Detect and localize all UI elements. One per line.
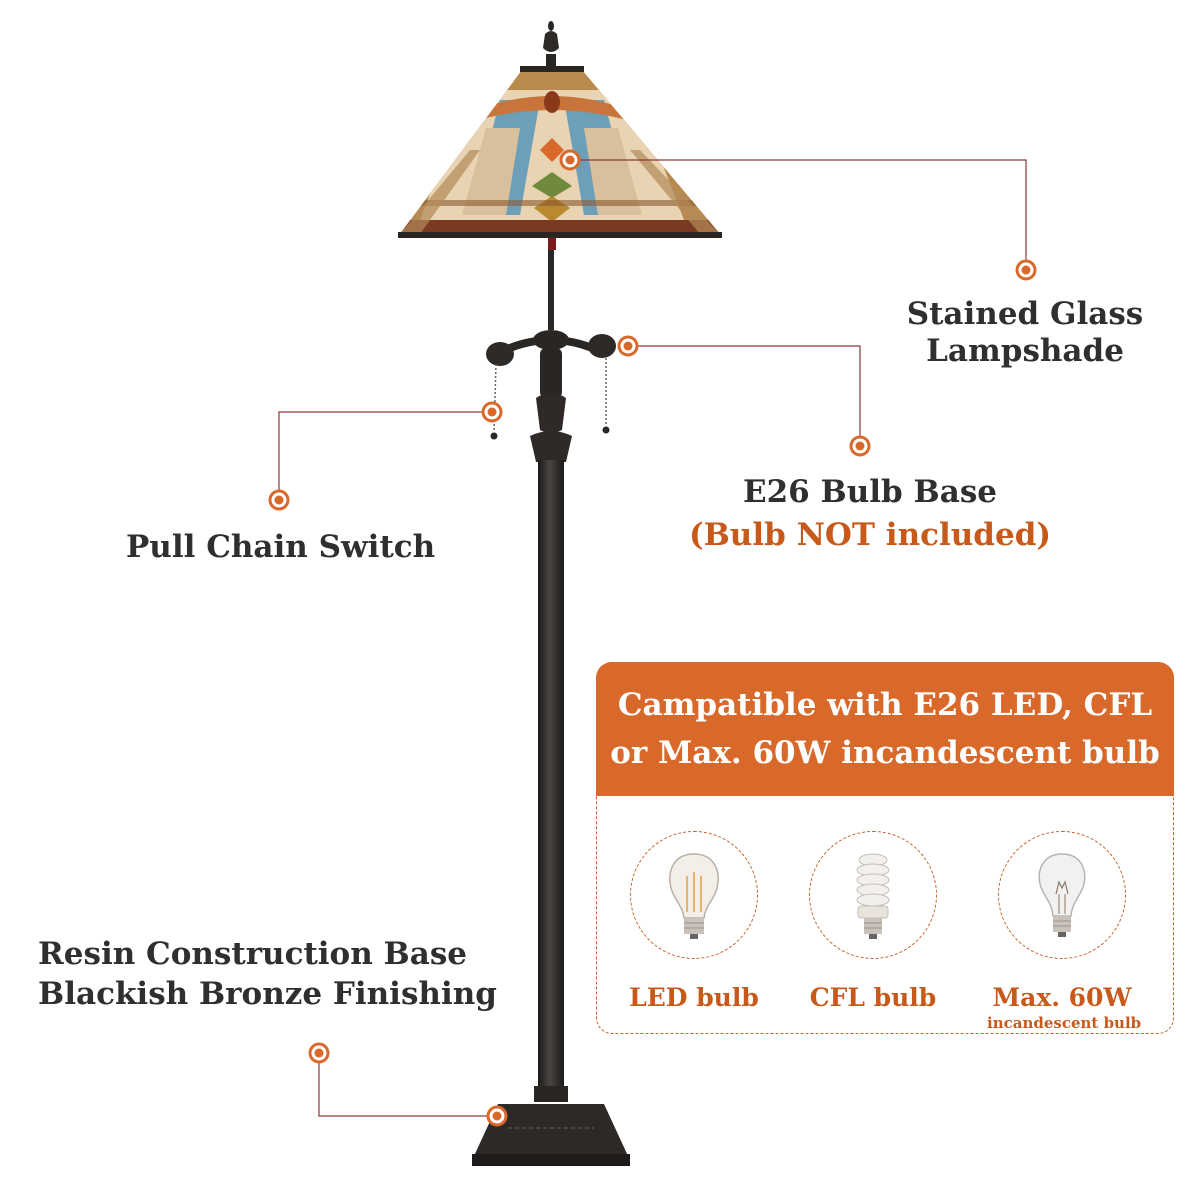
bulb-base-label: E26 Bulb Base (Bulb NOT included)	[680, 474, 1060, 554]
incandescent-bulb-circle	[998, 831, 1126, 959]
incandescent-bulb-icon	[1038, 853, 1086, 937]
dot-chain	[481, 401, 503, 423]
incandescent-bulb-label: Max. 60W	[992, 983, 1132, 1012]
lampshade-label: Stained Glass Lampshade	[900, 296, 1150, 370]
finial	[543, 21, 559, 66]
lampshade-label-line1: Stained Glass	[906, 296, 1144, 332]
base-label: Resin Construction Base Blackish Bronze …	[38, 934, 497, 1015]
bulb-option-incandescent: Max. 60W incandescent bulb	[987, 813, 1142, 1032]
base-label-line2: Blackish Bronze Finishing	[38, 976, 497, 1013]
led-bulb-circle	[630, 831, 758, 959]
compatibility-header-line2: or Max. 60W incandescent bulb	[610, 735, 1160, 771]
bulb-option-led: LED bulb	[619, 813, 769, 1012]
lampshade-label-line2: Lampshade	[926, 333, 1124, 370]
bulb-base-title: E26 Bulb Base	[742, 474, 997, 510]
compatibility-panel: Campatible with E26 LED, CFL or Max. 60W…	[596, 662, 1174, 1034]
cfl-bulb-label: CFL bulb	[809, 983, 937, 1012]
led-filament-bulb-icon	[669, 853, 719, 939]
compatibility-header-line1: Campatible with E26 LED, CFL	[617, 686, 1153, 723]
base-label-line1: Resin Construction Base	[38, 936, 468, 972]
leader-lines	[278, 159, 1027, 1117]
dot-socket	[617, 335, 639, 357]
dot-base	[308, 1042, 330, 1064]
bulb-not-included-note: (Bulb NOT included)	[688, 517, 1052, 554]
compatibility-header: Campatible with E26 LED, CFL or Max. 60W…	[596, 662, 1174, 796]
dot-base-end	[486, 1105, 508, 1127]
cfl-bulb-circle	[809, 831, 937, 959]
socket-cluster	[486, 250, 616, 433]
callout-dots	[268, 149, 1037, 1127]
dot-lampshade	[559, 149, 581, 171]
dot-socket-end	[849, 435, 871, 457]
cfl-spiral-bulb-icon	[856, 853, 890, 939]
dot-chain-end	[268, 489, 290, 511]
incandescent-bulb-sublabel: incandescent bulb	[987, 1014, 1142, 1032]
dot-lampshade-end	[1015, 259, 1037, 281]
bulb-option-cfl: CFL bulb	[798, 813, 948, 1012]
lamp-base	[472, 1104, 630, 1166]
led-bulb-label: LED bulb	[629, 983, 759, 1012]
lamp-pole	[530, 431, 572, 1102]
pull-chain-label: Pull Chain Switch	[126, 529, 436, 565]
